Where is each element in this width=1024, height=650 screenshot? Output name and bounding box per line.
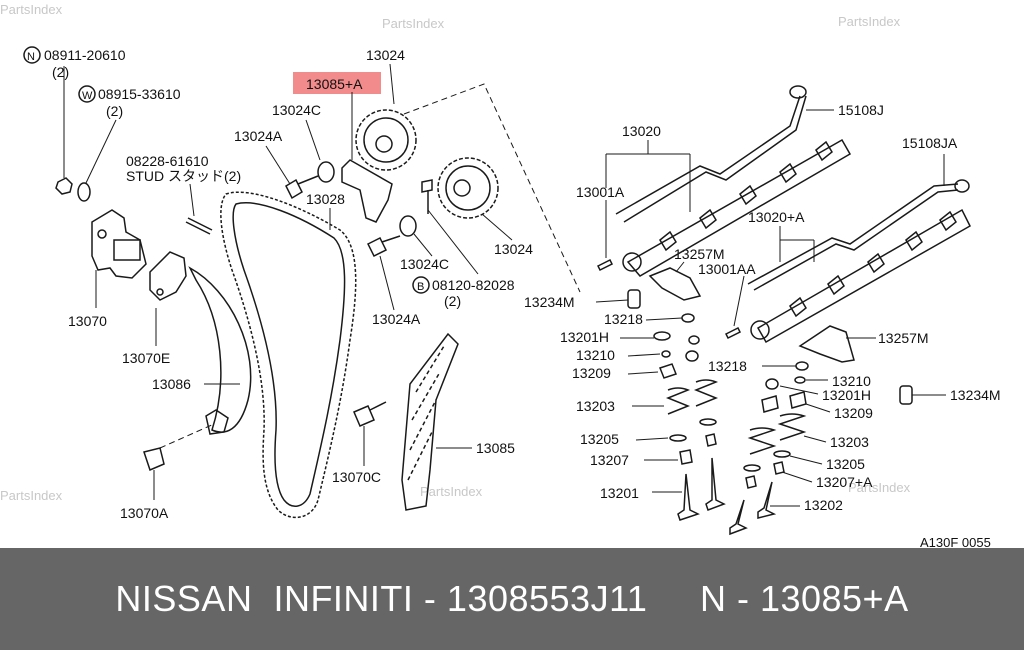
- label-13024a-upper: 13024A: [234, 128, 283, 144]
- label-13201h-right: 13201H: [822, 387, 871, 403]
- label-13070: 13070: [68, 313, 107, 329]
- label-13205-left: 13205: [580, 431, 619, 447]
- label-15108ja: 15108JA: [902, 135, 958, 151]
- label-13257m-right: 13257M: [878, 330, 929, 346]
- label-13020: 13020: [622, 123, 661, 139]
- label-13001a: 13001A: [576, 184, 625, 200]
- label-13028: 13028: [306, 191, 345, 207]
- label-13218-right: 13218: [708, 358, 747, 374]
- cam-sprocket-lower-part: [437, 157, 513, 241]
- parts-diagram: PartsIndex PartsIndex PartsIndex PartsIn…: [0, 2, 1001, 548]
- label-08120-82028: 08120-82028: [432, 277, 515, 293]
- label-13085: 13085: [476, 440, 515, 456]
- label-13234m-right: 13234M: [950, 387, 1001, 403]
- watermark-top-center: PartsIndex: [382, 16, 445, 31]
- label-13201: 13201: [600, 485, 639, 501]
- watermark-bottom-left: PartsIndex: [0, 488, 63, 503]
- rocker-arm-lower-part: [798, 325, 876, 363]
- label-13070c: 13070C: [332, 469, 381, 485]
- label-08911-20610: 08911-20610: [44, 47, 126, 63]
- diagram-canvas: PartsIndex PartsIndex PartsIndex PartsIn…: [0, 2, 1001, 548]
- n-circle-icon: N: [23, 46, 41, 64]
- bolt-13024a-upper-part: [265, 145, 319, 200]
- label-13207-plus-a: 13207+A: [816, 474, 873, 490]
- label-13207-left: 13207: [590, 452, 629, 468]
- label-08915-33610: 08915-33610: [98, 86, 181, 102]
- chain-guide-13085a-part: [341, 92, 393, 223]
- washer-13024c-upper-part: [305, 119, 335, 183]
- label-13020-plus-a: 13020+A: [748, 209, 805, 225]
- label-qty-b: (2): [444, 293, 461, 309]
- dowel-13001aa-part: [724, 275, 745, 340]
- valve-train-right-stack: [729, 361, 831, 536]
- tensioner-gasket-part: [149, 251, 187, 346]
- footer-bar: NISSAN INFINITI - 1308553J11 N - 13085+A: [0, 548, 1024, 650]
- label-13210-right: 13210: [832, 373, 871, 389]
- chain-tensioner-part: [91, 209, 147, 308]
- label-13234m-left: 13234M: [524, 294, 575, 310]
- svg-text:W: W: [82, 90, 93, 102]
- watermark-bottom-right: PartsIndex: [848, 480, 911, 495]
- label-13024-top: 13024: [366, 47, 405, 63]
- washer-13024c-lower-part: [399, 215, 433, 257]
- label-13205-right: 13205: [826, 456, 865, 472]
- highlight-box: [293, 72, 381, 94]
- diagram-code: A130F 0055: [920, 535, 991, 548]
- bolt-13070c-part: [353, 401, 387, 466]
- dowel-13001a-part: [596, 200, 614, 272]
- timing-chain-part: [220, 191, 357, 519]
- bolt-13024a-lower-part: [366, 235, 401, 311]
- label-13203-left: 13203: [576, 398, 615, 414]
- label-13024-lower: 13024: [494, 241, 533, 257]
- svg-text:N: N: [27, 51, 35, 63]
- label-13210-left: 13210: [576, 347, 615, 363]
- label-13209-left: 13209: [572, 365, 611, 381]
- nut-part: [55, 66, 73, 195]
- label-13209-right: 13209: [834, 405, 873, 421]
- label-13001aa: 13001AA: [698, 261, 756, 277]
- label-13201h-left: 13201H: [560, 329, 609, 345]
- label-qty-n: (2): [52, 64, 69, 80]
- bolt-13070a-part: [143, 423, 215, 500]
- watermark-bottom-center: PartsIndex: [420, 484, 483, 499]
- label-13086: 13086: [152, 376, 191, 392]
- camshaft-13020-part: [605, 138, 852, 277]
- label-13085-plus-a: 13085+A: [306, 76, 363, 92]
- washer-part: [77, 119, 117, 202]
- label-13070e: 13070E: [122, 350, 170, 366]
- label-08228-61610: 08228-61610: [126, 153, 209, 169]
- label-15108j: 15108J: [838, 102, 884, 118]
- label-13202: 13202: [804, 497, 843, 513]
- label-13024c-lower: 13024C: [400, 256, 449, 272]
- camshaft-13020a-part: [750, 208, 971, 344]
- lash-adjuster-right-part: [899, 385, 946, 405]
- chain-guide-13086-part: [188, 266, 252, 435]
- watermark-top-left: PartsIndex: [0, 2, 63, 17]
- rocker-arm-upper-part: [648, 261, 702, 301]
- stud-part: [185, 183, 213, 235]
- lash-adjuster-left-part: [595, 289, 641, 309]
- label-13203-right: 13203: [830, 434, 869, 450]
- cam-sprocket-upper-part: [355, 63, 417, 171]
- label-13024a-lower: 13024A: [372, 311, 421, 327]
- valve-train-left-stack: [620, 313, 726, 521]
- chain-guide-13085-part: [401, 332, 472, 511]
- label-13070a: 13070A: [120, 505, 169, 521]
- oil-pipe-15108ja-part: [747, 154, 970, 291]
- svg-text:B: B: [417, 281, 424, 293]
- label-13257m-upper: 13257M: [674, 246, 725, 262]
- label-13218-left: 13218: [604, 311, 643, 327]
- label-stud: STUD スタッド(2): [126, 168, 241, 184]
- b-circle-icon: B: [412, 276, 430, 294]
- footer-title: NISSAN INFINITI - 1308553J11 N - 13085+A: [115, 578, 909, 619]
- label-qty-w: (2): [106, 103, 123, 119]
- watermark-top-right: PartsIndex: [838, 14, 901, 29]
- w-circle-icon: W: [78, 85, 96, 103]
- label-13024c-upper: 13024C: [272, 102, 321, 118]
- oil-pipe-15108j-part: [615, 85, 834, 223]
- bolt-08120-part: [421, 179, 479, 275]
